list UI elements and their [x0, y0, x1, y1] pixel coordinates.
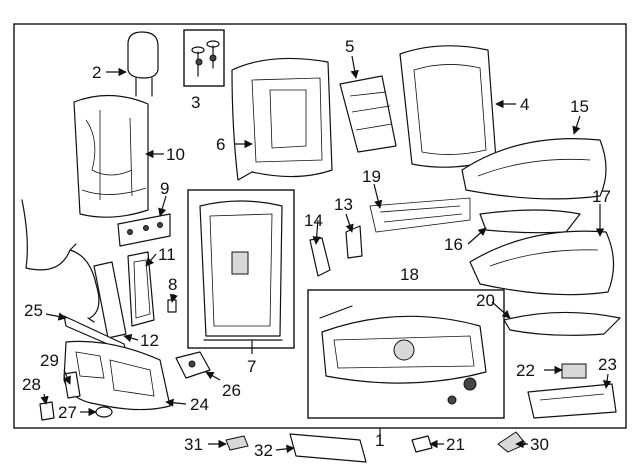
callout-15: 15: [570, 97, 589, 116]
cushion-cover-part: [461, 138, 607, 200]
heater-pad-part: [479, 209, 581, 234]
seat-back-trim-part: [231, 57, 333, 181]
callout-9: 9: [160, 179, 169, 198]
fastener-box: [183, 29, 225, 87]
callout-20: 20: [476, 291, 495, 310]
callout-11: 11: [158, 245, 176, 264]
callout-29: 29: [40, 351, 59, 370]
cap-31-part: [225, 435, 249, 451]
callout-30: 30: [530, 435, 549, 454]
callout-25: 25: [24, 301, 43, 320]
callout-7: 7: [247, 357, 256, 376]
pad-part: [339, 75, 397, 153]
seat-adjuster-box: [307, 289, 505, 419]
switch-22-part: [561, 363, 587, 379]
trim-strip-part: [93, 261, 127, 339]
knob-28-part: [39, 401, 55, 421]
callout-28: 28: [22, 375, 41, 394]
cushion-pad-part: [469, 230, 615, 296]
fasteners-part: [191, 40, 220, 77]
leader-lines: [40, 55, 612, 454]
cover-32-part: [289, 433, 367, 463]
side-panel-part: [127, 251, 155, 327]
callout-12: 12: [140, 331, 159, 350]
callout-19: 19: [362, 167, 381, 186]
callout-14: 14: [304, 211, 323, 230]
callout-27: 27: [58, 403, 77, 422]
panel-20-part: [503, 311, 621, 336]
callout-23: 23: [598, 355, 617, 374]
bracket-part: [309, 237, 331, 277]
callout-1: 1: [375, 431, 384, 450]
wiring-harness-part: [21, 199, 100, 323]
callout-4: 4: [520, 95, 529, 114]
callout-13: 13: [334, 195, 353, 214]
callout-17: 17: [592, 187, 611, 206]
knob-27-part: [95, 406, 113, 418]
callout-24: 24: [190, 395, 209, 414]
callout-8: 8: [168, 275, 177, 294]
side-shield-part: [63, 340, 171, 411]
backrest-harness-part: [73, 94, 149, 218]
headrest-part: [127, 31, 159, 97]
backrest-frame-box: [187, 189, 295, 349]
track-23-part: [527, 383, 617, 419]
callout-18: 18: [400, 265, 419, 284]
callout-3: 3: [191, 93, 200, 112]
callout-31: 31: [184, 435, 203, 454]
callout-32: 32: [254, 441, 273, 460]
seat-back-cover-part: [399, 45, 497, 168]
outer-frame: [13, 23, 627, 429]
callout-16: 16: [444, 235, 463, 254]
seat-wire-part: [369, 197, 471, 233]
callout-10: 10: [166, 145, 185, 164]
clip-21-part: [411, 435, 433, 453]
callout-22: 22: [516, 361, 535, 380]
switch-part: [117, 213, 171, 247]
callout-6: 6: [216, 135, 225, 154]
latch-part: [175, 351, 211, 379]
callout-21: 21: [446, 435, 465, 454]
callout-2: 2: [92, 63, 101, 82]
bracket-13-part: [345, 225, 363, 259]
seat-back-frame-part: [199, 200, 283, 341]
seat-adjuster-part: [319, 305, 487, 405]
callout-5: 5: [345, 37, 354, 56]
latch-30-part: [497, 431, 527, 453]
callout-26: 26: [222, 381, 241, 400]
